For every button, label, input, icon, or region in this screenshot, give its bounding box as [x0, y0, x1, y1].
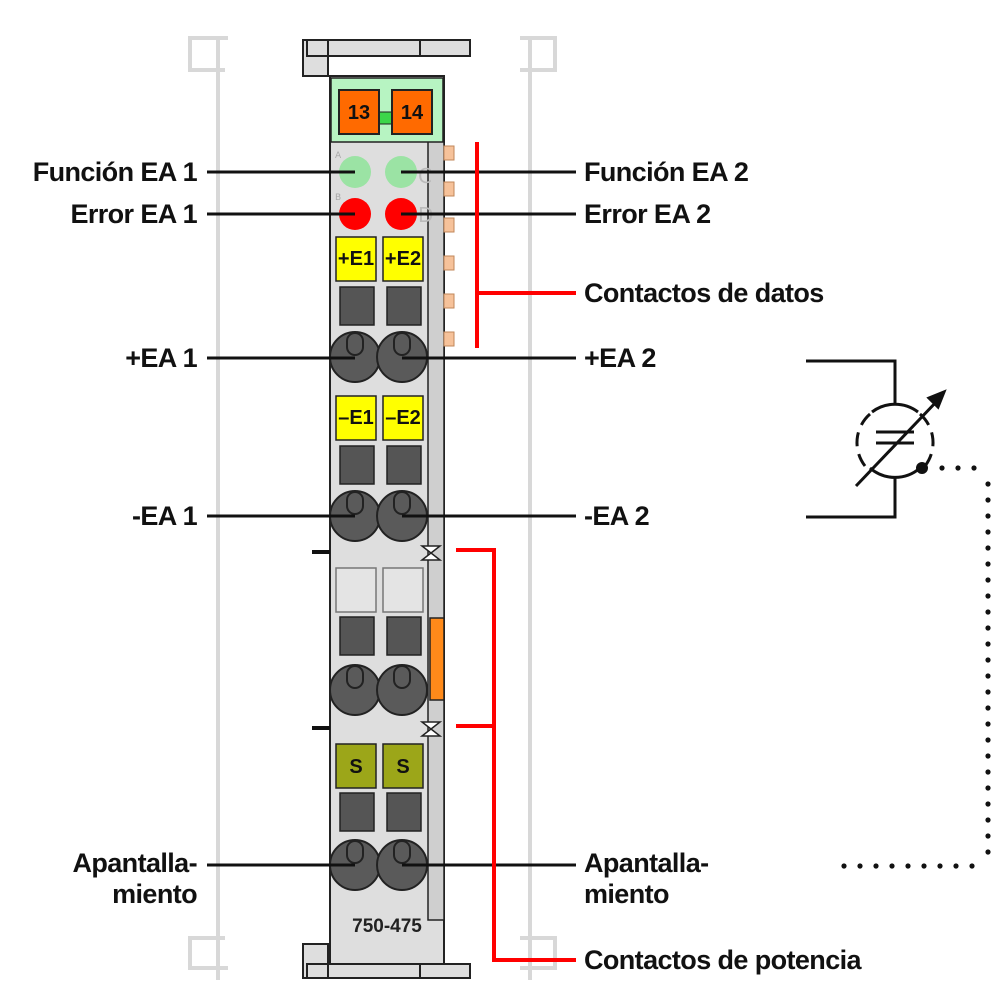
dot	[985, 705, 991, 711]
dot	[985, 753, 991, 759]
data-contacts-bracket	[475, 142, 576, 348]
model-number: 750-475	[352, 916, 422, 937]
marker-s-2	[382, 743, 424, 789]
dot	[905, 863, 911, 869]
dot	[939, 465, 945, 471]
label-function-ea1: Función EA 1	[33, 157, 198, 187]
terminal-14-label: 14	[401, 102, 424, 124]
dot	[985, 689, 991, 695]
dot	[873, 863, 879, 869]
label-minus-ea1: -EA 1	[132, 501, 198, 531]
dot	[889, 863, 895, 869]
label-power-contacts: Contactos de potencia	[584, 945, 863, 975]
label-function-ea2: Función EA 2	[584, 157, 748, 187]
dot	[985, 497, 991, 503]
dot	[841, 863, 847, 869]
marker-s-1-label: S	[349, 756, 362, 778]
marker-s-1	[335, 743, 377, 789]
clamp-4	[376, 664, 428, 716]
dot	[857, 863, 863, 869]
dot	[985, 641, 991, 647]
terminal-13: 13	[338, 89, 380, 135]
label-plus-ea1: +EA 1	[125, 343, 197, 373]
dot	[985, 625, 991, 631]
marker-minus-e1-label: –E1	[338, 407, 374, 429]
io-module: 13 14 A B C D +E1 +E2	[302, 39, 471, 979]
label-shield-right-line2: miento	[584, 879, 669, 909]
dot	[985, 529, 991, 535]
marker-s-2-label: S	[396, 756, 409, 778]
label-data-contacts: Contactos de datos	[584, 278, 824, 308]
dot	[985, 593, 991, 599]
left-leaders	[207, 170, 355, 867]
marker-plus-e1	[335, 236, 377, 282]
dot	[985, 801, 991, 807]
led-letter-a: A	[335, 151, 342, 161]
label-shield-left-line1: Apantalla-	[72, 848, 197, 878]
dot	[985, 609, 991, 615]
dot	[985, 721, 991, 727]
led-letter-c: C	[418, 164, 432, 188]
label-shield-left-line2: miento	[112, 879, 197, 909]
dot	[985, 545, 991, 551]
marker-minus-e2-label: –E2	[385, 407, 421, 429]
power-contact-strip	[429, 617, 445, 701]
dot	[985, 785, 991, 791]
marker-minus-e1	[335, 395, 377, 441]
dot	[985, 481, 991, 487]
dot	[969, 863, 975, 869]
led-letter-b: B	[335, 193, 341, 203]
din-rail-outline-icon	[188, 36, 557, 980]
dot	[921, 863, 927, 869]
power-contacts-bracket	[456, 548, 576, 962]
dot	[937, 863, 943, 869]
shield-dotted-link	[841, 465, 991, 869]
label-shield-right-line1: Apantalla-	[584, 848, 709, 878]
label-error-ea1: Error EA 1	[70, 199, 197, 229]
dot	[955, 465, 961, 471]
dot	[985, 737, 991, 743]
dot	[971, 465, 977, 471]
variable-sensor-symbol-icon	[806, 359, 947, 519]
terminal-13-label: 13	[348, 102, 370, 124]
dot	[985, 657, 991, 663]
label-minus-ea2: -EA 2	[584, 501, 649, 531]
dot	[985, 673, 991, 679]
marker-plus-e2	[382, 236, 424, 282]
data-contact-pins	[443, 145, 455, 347]
label-plus-ea2: +EA 2	[584, 343, 656, 373]
label-error-ea2: Error EA 2	[584, 199, 711, 229]
dot	[953, 863, 959, 869]
marker-minus-e2	[382, 395, 424, 441]
clamp-3	[329, 664, 381, 716]
marker-plus-e1-label: +E1	[338, 248, 374, 270]
dot	[985, 817, 991, 823]
dot	[985, 849, 991, 855]
marker-plus-e2-label: +E2	[385, 248, 421, 270]
terminal-14: 14	[391, 89, 433, 135]
dot	[985, 561, 991, 567]
dot	[985, 513, 991, 519]
dot	[985, 577, 991, 583]
dot	[985, 833, 991, 839]
right-leaders	[401, 170, 576, 867]
dot	[985, 769, 991, 775]
